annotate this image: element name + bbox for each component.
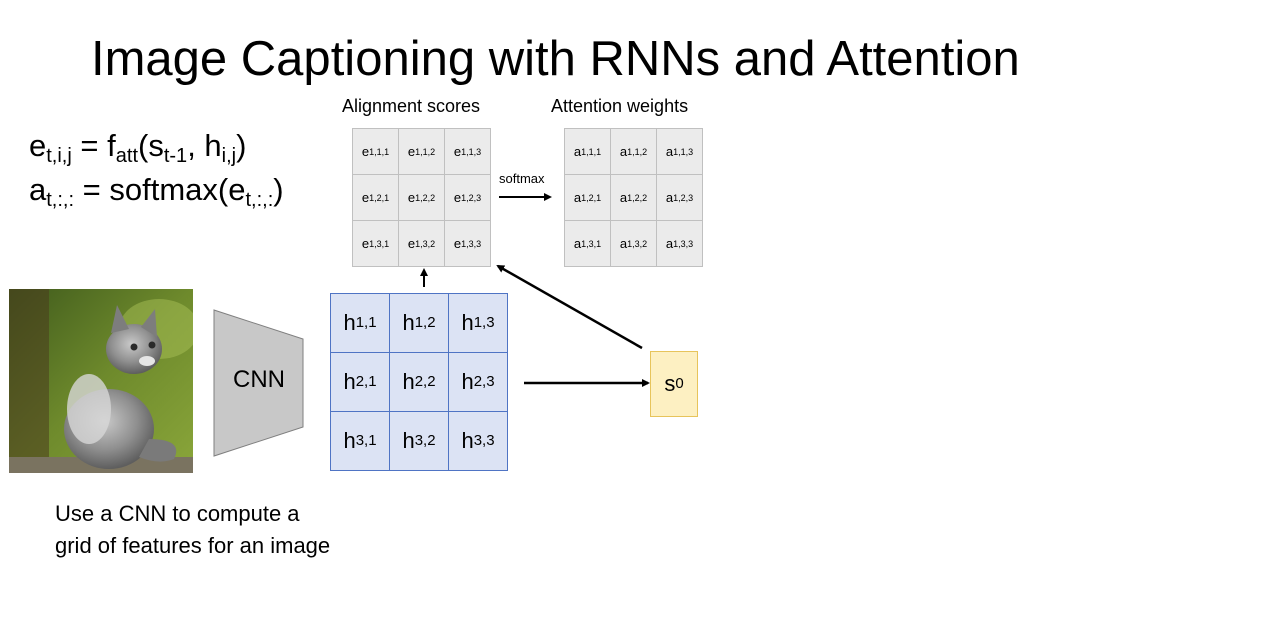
feature-cell-letter: h bbox=[461, 369, 474, 394]
alignment-score-cell-letter: e bbox=[453, 144, 462, 159]
alignment-score-cell-letter: e bbox=[453, 236, 462, 251]
alignment-score-cell-letter: e bbox=[407, 144, 416, 159]
feature-cell-letter: h bbox=[343, 369, 356, 394]
eq1-h-sub: i,j bbox=[221, 145, 237, 167]
attention-weight-cell-letter: a bbox=[665, 236, 674, 251]
attention-weight-cell-letter: a bbox=[665, 190, 674, 205]
eq1-mid: , h bbox=[187, 128, 222, 163]
attention-weights-label: Attention weights bbox=[551, 96, 689, 116]
eq2-rhs: = softmax(e bbox=[74, 172, 246, 207]
alignment-score-cell-letter: e bbox=[361, 236, 370, 251]
caption-text: Use a CNN to compute a grid of features … bbox=[55, 498, 330, 562]
state-letter: s bbox=[664, 371, 676, 396]
eq1-lhs-sub: t,i,j bbox=[46, 145, 72, 167]
eq1-args-open: (s bbox=[138, 128, 164, 163]
alignment-score-cell-letter: e bbox=[407, 236, 416, 251]
eq2-lhs-sub: t,:,: bbox=[46, 189, 75, 211]
attention-weight-cell-letter: a bbox=[573, 144, 582, 159]
cnn-block bbox=[213, 309, 304, 457]
attention-weight-cell-letter: a bbox=[665, 144, 674, 159]
alignment-score-cell-letter: e bbox=[453, 190, 462, 205]
feature-cell-letter: h bbox=[461, 428, 474, 453]
alignment-score-cell-letter: e bbox=[361, 144, 370, 159]
caption-line-2: grid of features for an image bbox=[55, 533, 331, 558]
attention-weight-cell-letter: a bbox=[573, 236, 582, 251]
softmax-label: softmax bbox=[499, 171, 545, 186]
state-to-scores-arrow bbox=[496, 264, 643, 350]
eq1-op: = f bbox=[71, 128, 116, 163]
cat-photo bbox=[9, 289, 193, 473]
equation-alignment: et,i,j = fatt(st-1, hi,j) bbox=[29, 126, 246, 166]
feature-cell-letter: h bbox=[402, 369, 415, 394]
attention-weight-cell-letter: a bbox=[619, 144, 628, 159]
eq1-close: ) bbox=[236, 128, 247, 163]
alignment-score-cell-letter: e bbox=[361, 190, 370, 205]
attention-weight-cell-letter: a bbox=[573, 190, 582, 205]
alignment-scores-label: Alignment scores bbox=[342, 96, 481, 116]
attention-weight-cell-letter: a bbox=[619, 236, 628, 251]
feature-cell-letter: h bbox=[402, 428, 415, 453]
eq2-rhs-sub: t,:,: bbox=[245, 189, 274, 211]
eq1-lhs: e bbox=[29, 128, 47, 163]
feature-cell-letter: h bbox=[461, 310, 474, 335]
feature-cell-letter: h bbox=[343, 428, 356, 453]
alignment-score-cell-letter: e bbox=[407, 190, 416, 205]
eq1-f-sub: att bbox=[115, 145, 139, 167]
feature-cell-letter: h bbox=[343, 310, 356, 335]
attention-weight-cell-letter: a bbox=[619, 190, 628, 205]
feature-cell-letter: h bbox=[402, 310, 415, 335]
cnn-label: CNN bbox=[233, 366, 285, 393]
caption-line-1: Use a CNN to compute a bbox=[55, 501, 300, 526]
eq2-lhs: a bbox=[29, 172, 47, 207]
eq1-s-sub: t-1 bbox=[163, 145, 188, 167]
slide-title: Image Captioning with RNNs and Attention bbox=[91, 32, 1020, 86]
eq2-close: ) bbox=[273, 172, 284, 207]
equation-softmax: at,:,: = softmax(et,:,:) bbox=[29, 170, 284, 210]
